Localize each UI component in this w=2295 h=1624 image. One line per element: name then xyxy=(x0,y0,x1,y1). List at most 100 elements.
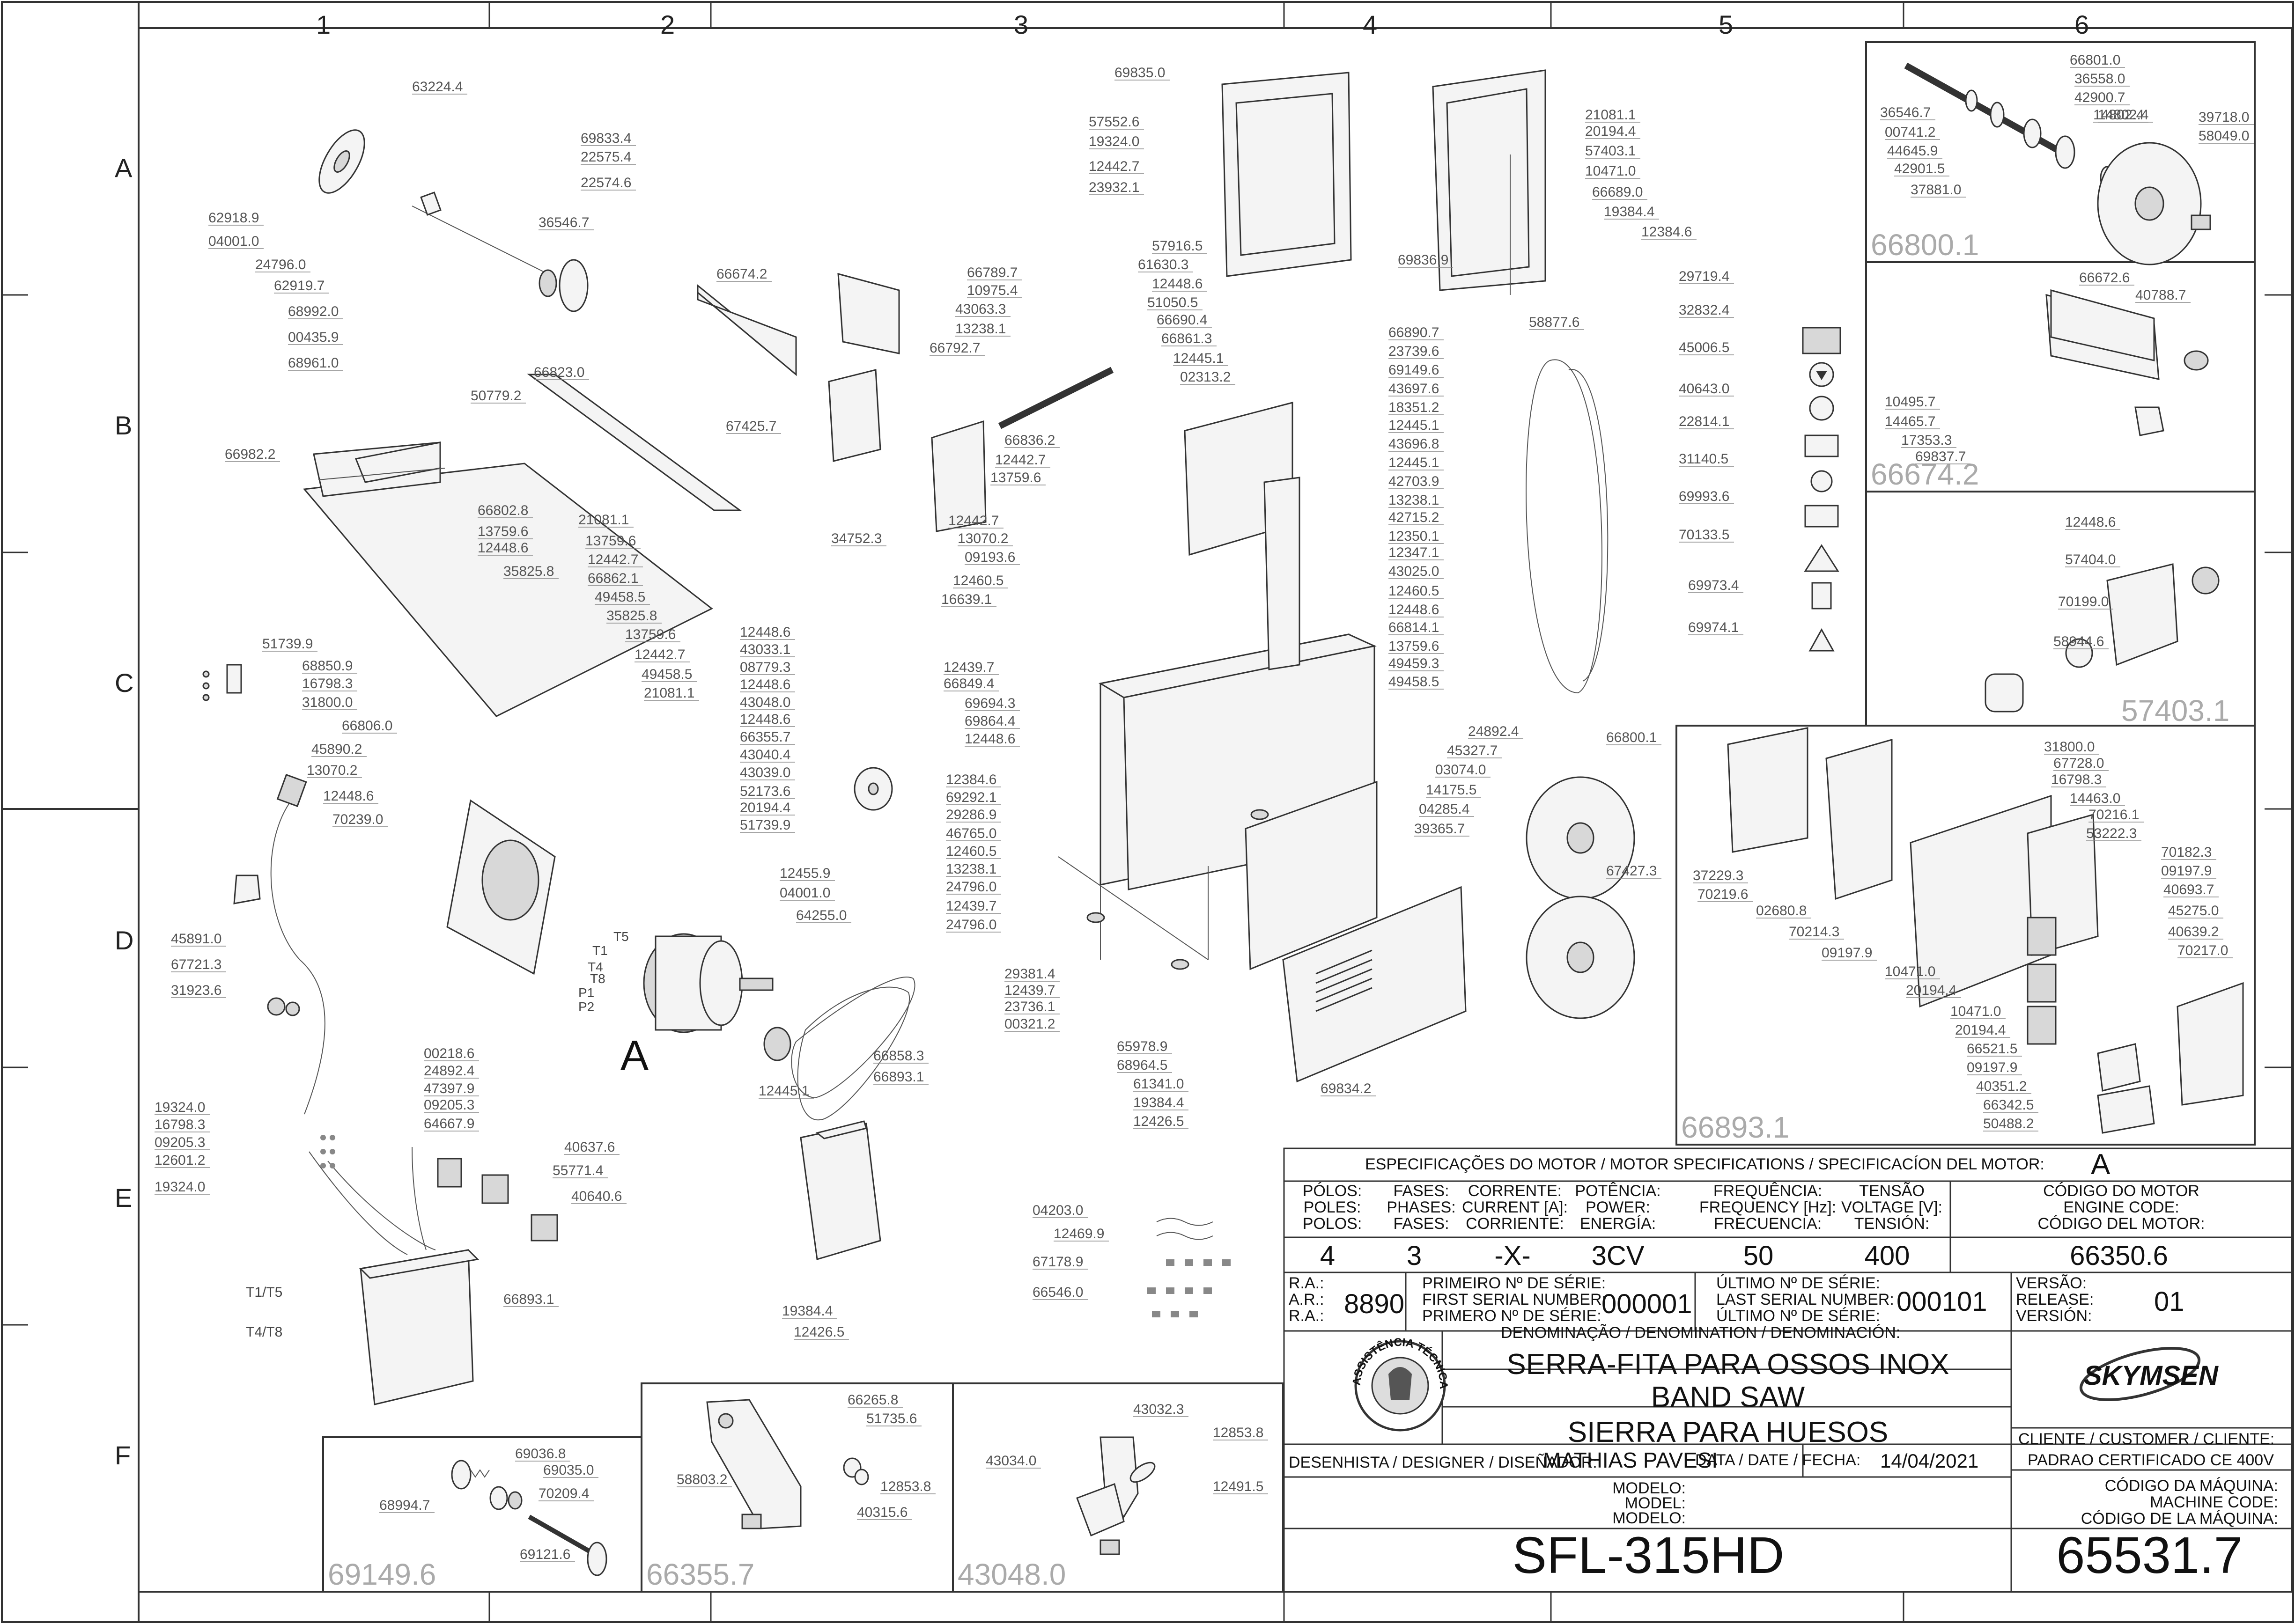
part-number-label: 12853.8 xyxy=(880,1479,931,1494)
part-number-label: 14802.4 xyxy=(2093,107,2144,123)
part-number-label: 70182.3 xyxy=(2161,845,2212,860)
part-number-label: 24796.0 xyxy=(946,879,996,895)
part-number-label: 66792.7 xyxy=(930,340,980,356)
part-number-label: 12426.5 xyxy=(794,1324,844,1340)
phases-label-pt: FASES: xyxy=(1393,1182,1449,1200)
motor-callout-A: A xyxy=(620,1032,649,1079)
part-number-label: 66982.2 xyxy=(225,447,275,462)
ra-value: 8890 xyxy=(1344,1289,1404,1319)
part-number-label: 67178.9 xyxy=(1033,1254,1083,1270)
phases-label-en: PHASES: xyxy=(1387,1198,1455,1216)
engine-code-label-es: CÓDIGO DEL MOTOR: xyxy=(2037,1215,2205,1233)
last-serial-label-en: LAST SERIAL NUMBER: xyxy=(1716,1291,1894,1308)
part-number-label: 43034.0 xyxy=(986,1453,1036,1469)
part-number-label: 69292.1 xyxy=(946,790,996,805)
row-label-E: E xyxy=(115,1183,132,1212)
part-number-label: 69036.8 xyxy=(515,1446,566,1462)
view-66355-sketch xyxy=(706,1399,869,1529)
product-name-pt: SERRA-FITA PARA OSSOS INOX xyxy=(1506,1348,1949,1381)
wire-label-t1t5: T1/T5 xyxy=(246,1285,282,1300)
part-number-label: 35825.8 xyxy=(606,608,657,624)
client-label: CLIENTE / CUSTOMER / CLIENTE: xyxy=(2018,1430,2274,1448)
voltage-value: 400 xyxy=(1865,1241,1910,1271)
ra-label-es: R.A.: xyxy=(1289,1307,1324,1325)
view-label-57403: 57403.1 xyxy=(2121,694,2229,727)
part-number-label: 12445.1 xyxy=(1388,455,1439,470)
electrical-box-sketch xyxy=(309,1135,558,1405)
part-number-label: 64667.9 xyxy=(424,1116,474,1132)
part-number-label: 13238.1 xyxy=(1388,492,1439,508)
part-number-label: 43032.3 xyxy=(1133,1402,1184,1417)
part-number-label: 43696.8 xyxy=(1388,436,1439,452)
col-label-3: 3 xyxy=(1014,10,1028,39)
part-number-label: 58049.0 xyxy=(2199,128,2249,144)
electrical-panel-sketch xyxy=(1727,727,2244,1134)
part-number-label: 31800.0 xyxy=(2044,739,2095,755)
part-number-label: 12448.6 xyxy=(740,677,790,692)
part-number-label: 70219.6 xyxy=(1697,887,1748,902)
part-number-label: 21081.1 xyxy=(578,512,629,528)
part-number-label: 20194.4 xyxy=(1955,1022,2006,1038)
part-number-label: 66861.3 xyxy=(1161,331,1212,346)
part-number-label: 02680.8 xyxy=(1756,903,1807,919)
part-number-label: 00741.2 xyxy=(1885,125,1935,140)
part-number-label: 12350.1 xyxy=(1388,529,1439,544)
part-number-label: 12448.6 xyxy=(323,788,374,804)
part-number-label: 16639.1 xyxy=(941,592,992,607)
part-number-label: 69149.6 xyxy=(1388,362,1439,378)
part-number-label: 66672.6 xyxy=(2079,270,2130,286)
safety-symbols xyxy=(1802,327,1841,652)
row-label-A: A xyxy=(115,153,133,183)
part-number-label: 58803.2 xyxy=(677,1472,727,1487)
wire-label-t4t8: T4/T8 xyxy=(246,1324,282,1340)
part-number-label: 42703.9 xyxy=(1388,474,1439,489)
version-value: 01 xyxy=(2154,1286,2184,1317)
part-number-label: 58944.6 xyxy=(2053,634,2104,649)
part-number-label: 68850.9 xyxy=(302,658,353,674)
freq-label-en: FREQUENCY [Hz]: xyxy=(1699,1198,1836,1216)
part-number-label: 12448.6 xyxy=(740,625,790,640)
part-number-label: 12442.7 xyxy=(588,552,638,567)
wire-label-P1: P1 xyxy=(578,985,594,1000)
part-number-label: 40693.7 xyxy=(2163,882,2214,897)
current-label-es: CORRIENTE: xyxy=(1466,1215,1564,1233)
machine-code-label-en: MACHINE CODE: xyxy=(2150,1493,2278,1511)
part-number-label: 12384.6 xyxy=(946,772,996,787)
part-number-label: 43033.1 xyxy=(740,642,790,657)
part-number-label: 53222.3 xyxy=(2086,826,2137,841)
part-number-label: 66689.0 xyxy=(1592,184,1643,200)
part-number-label: 66893.1 xyxy=(873,1069,924,1085)
part-number-label: 12445.1 xyxy=(759,1083,809,1099)
adjuster-sketch xyxy=(1985,563,2220,713)
part-number-label: 19384.4 xyxy=(782,1303,833,1319)
part-number-label: 62918.9 xyxy=(208,210,259,226)
part-number-label: 43039.0 xyxy=(740,765,790,780)
part-number-label: 69694.3 xyxy=(965,696,1015,711)
part-number-label: 55771.4 xyxy=(553,1163,603,1178)
part-number-label: 57403.1 xyxy=(1585,143,1636,159)
voltage-label-pt: TENSÃO xyxy=(1859,1182,1925,1200)
part-number-label: 31923.6 xyxy=(171,983,221,998)
skymsen-logo: SKYMSEN xyxy=(2079,1347,2219,1401)
client-value: PADRAO CERTIFICADO CE 400V xyxy=(2028,1451,2274,1469)
wire-label-T8: T8 xyxy=(590,971,605,986)
part-number-label: 68961.0 xyxy=(288,355,339,371)
power-label-pt: POTÊNCIA: xyxy=(1575,1182,1660,1200)
part-number-label: 00435.9 xyxy=(288,330,339,345)
part-number-label: 12448.6 xyxy=(2065,514,2116,530)
part-number-label: 19384.4 xyxy=(1133,1095,1184,1110)
part-number-label: 66789.7 xyxy=(967,265,1018,280)
part-number-label: 18351.2 xyxy=(1388,400,1439,415)
first-serial-label-es: PRIMERO Nº DE SÉRIE: xyxy=(1422,1307,1601,1325)
part-number-label: 45891.0 xyxy=(171,931,221,947)
part-number-label: 57916.5 xyxy=(1152,238,1203,254)
part-number-label: 66342.5 xyxy=(1983,1097,2034,1113)
part-number-label: 19324.0 xyxy=(155,1100,205,1115)
part-number-label: 58877.6 xyxy=(1529,315,1579,330)
brand-text: SKYMSEN xyxy=(2084,1360,2219,1391)
part-number-label: 13759.6 xyxy=(585,533,636,549)
part-number-label: 66546.0 xyxy=(1033,1285,1083,1300)
machine-code-label-es: CÓDIGO DE LA MÁQUINA: xyxy=(2081,1510,2278,1528)
power-label-es: ENERGÍA: xyxy=(1580,1215,1656,1233)
